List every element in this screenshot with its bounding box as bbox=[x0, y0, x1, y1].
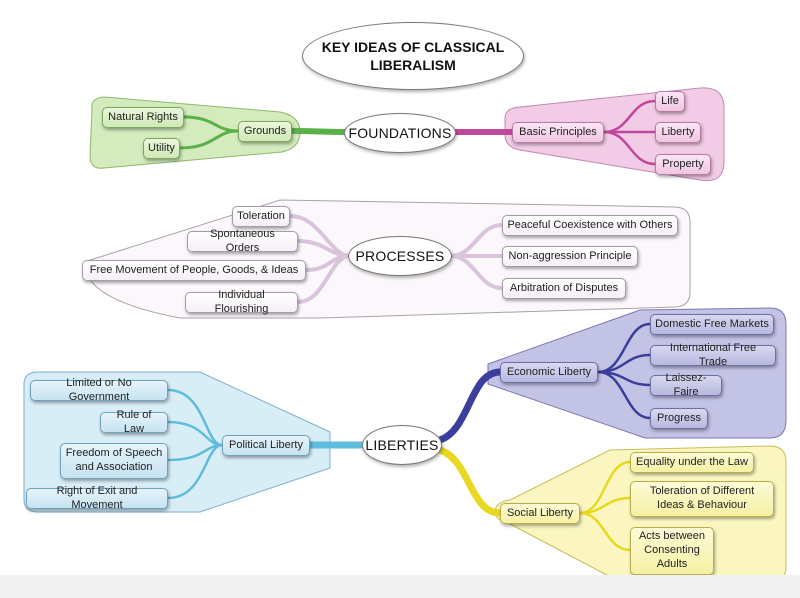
right-of-exit-node: Right of Exit and Movement bbox=[26, 485, 168, 511]
peaceful-coexistence-node: Peaceful Coexistence with Others bbox=[502, 215, 678, 236]
laissez-faire-node: Laissez-Faire bbox=[650, 372, 722, 398]
title-line-1: KEY IDEAS OF CLASSICAL bbox=[321, 38, 505, 55]
spontaneous-orders-node: Spontaneous Orders bbox=[187, 228, 298, 254]
basic-principles-node: Basic Principles bbox=[512, 122, 604, 143]
liberty-node: Liberty bbox=[655, 122, 701, 143]
social-liberty-node: Social Liberty bbox=[500, 503, 580, 524]
economic-liberty-node: Economic Liberty bbox=[500, 362, 598, 383]
title-line-2: LIBERALISM bbox=[370, 57, 456, 73]
political-exit-link bbox=[167, 443, 223, 500]
foundations-node: FOUNDATIONS bbox=[344, 113, 456, 153]
non-aggression-node: Non-aggression Principle bbox=[502, 246, 638, 267]
social-acts-link bbox=[579, 511, 631, 552]
liberties-economic-link bbox=[438, 368, 501, 444]
individual-flourishing-node: Individual Flourishing bbox=[185, 289, 298, 315]
toleration-node: Toleration bbox=[232, 206, 290, 227]
bottom-strip bbox=[0, 575, 800, 598]
liberties-node: LIBERTIES bbox=[362, 425, 442, 465]
utility-node: Utility bbox=[143, 138, 180, 159]
rule-of-law-node: Rule of Law bbox=[100, 409, 168, 435]
natural-rights-node: Natural Rights bbox=[102, 107, 184, 128]
freedom-speech-node: Freedom of Speech and Association bbox=[60, 443, 168, 479]
toleration-ideas-node: Toleration of Different Ideas & Behaviou… bbox=[630, 481, 774, 517]
arbitration-node: Arbitration of Disputes bbox=[502, 278, 626, 299]
grounds-utility-link bbox=[179, 129, 239, 150]
foundations-grounds-link bbox=[291, 128, 347, 135]
domestic-free-markets-node: Domestic Free Markets bbox=[650, 314, 774, 335]
principles-property-link bbox=[603, 130, 656, 166]
political-liberty-node: Political Liberty bbox=[222, 435, 310, 456]
processes-node: PROCESSES bbox=[348, 236, 452, 276]
free-movement-node: Free Movement of People, Goods, & Ideas bbox=[82, 260, 306, 281]
limited-government-node: Limited or No Government bbox=[30, 377, 168, 403]
proc-flourishing-link bbox=[297, 254, 351, 304]
international-free-trade-node: International Free Trade bbox=[650, 342, 776, 368]
social-toleration-link bbox=[579, 496, 631, 515]
grounds-node: Grounds bbox=[238, 121, 292, 142]
proc-arbitration-link bbox=[449, 254, 503, 290]
economic-group-bg bbox=[487, 307, 787, 439]
liberties-social-link bbox=[438, 446, 501, 517]
life-node: Life bbox=[655, 91, 685, 112]
property-node: Property bbox=[655, 154, 711, 175]
acts-consenting-node: Acts between Consenting Adults bbox=[630, 527, 714, 575]
economic-progress-link bbox=[597, 370, 651, 420]
progress-node: Progress bbox=[650, 408, 708, 429]
equality-law-node: Equality under the Law bbox=[630, 452, 754, 473]
diagram-title: KEY IDEAS OF CLASSICAL LIBERALISM bbox=[302, 22, 524, 90]
